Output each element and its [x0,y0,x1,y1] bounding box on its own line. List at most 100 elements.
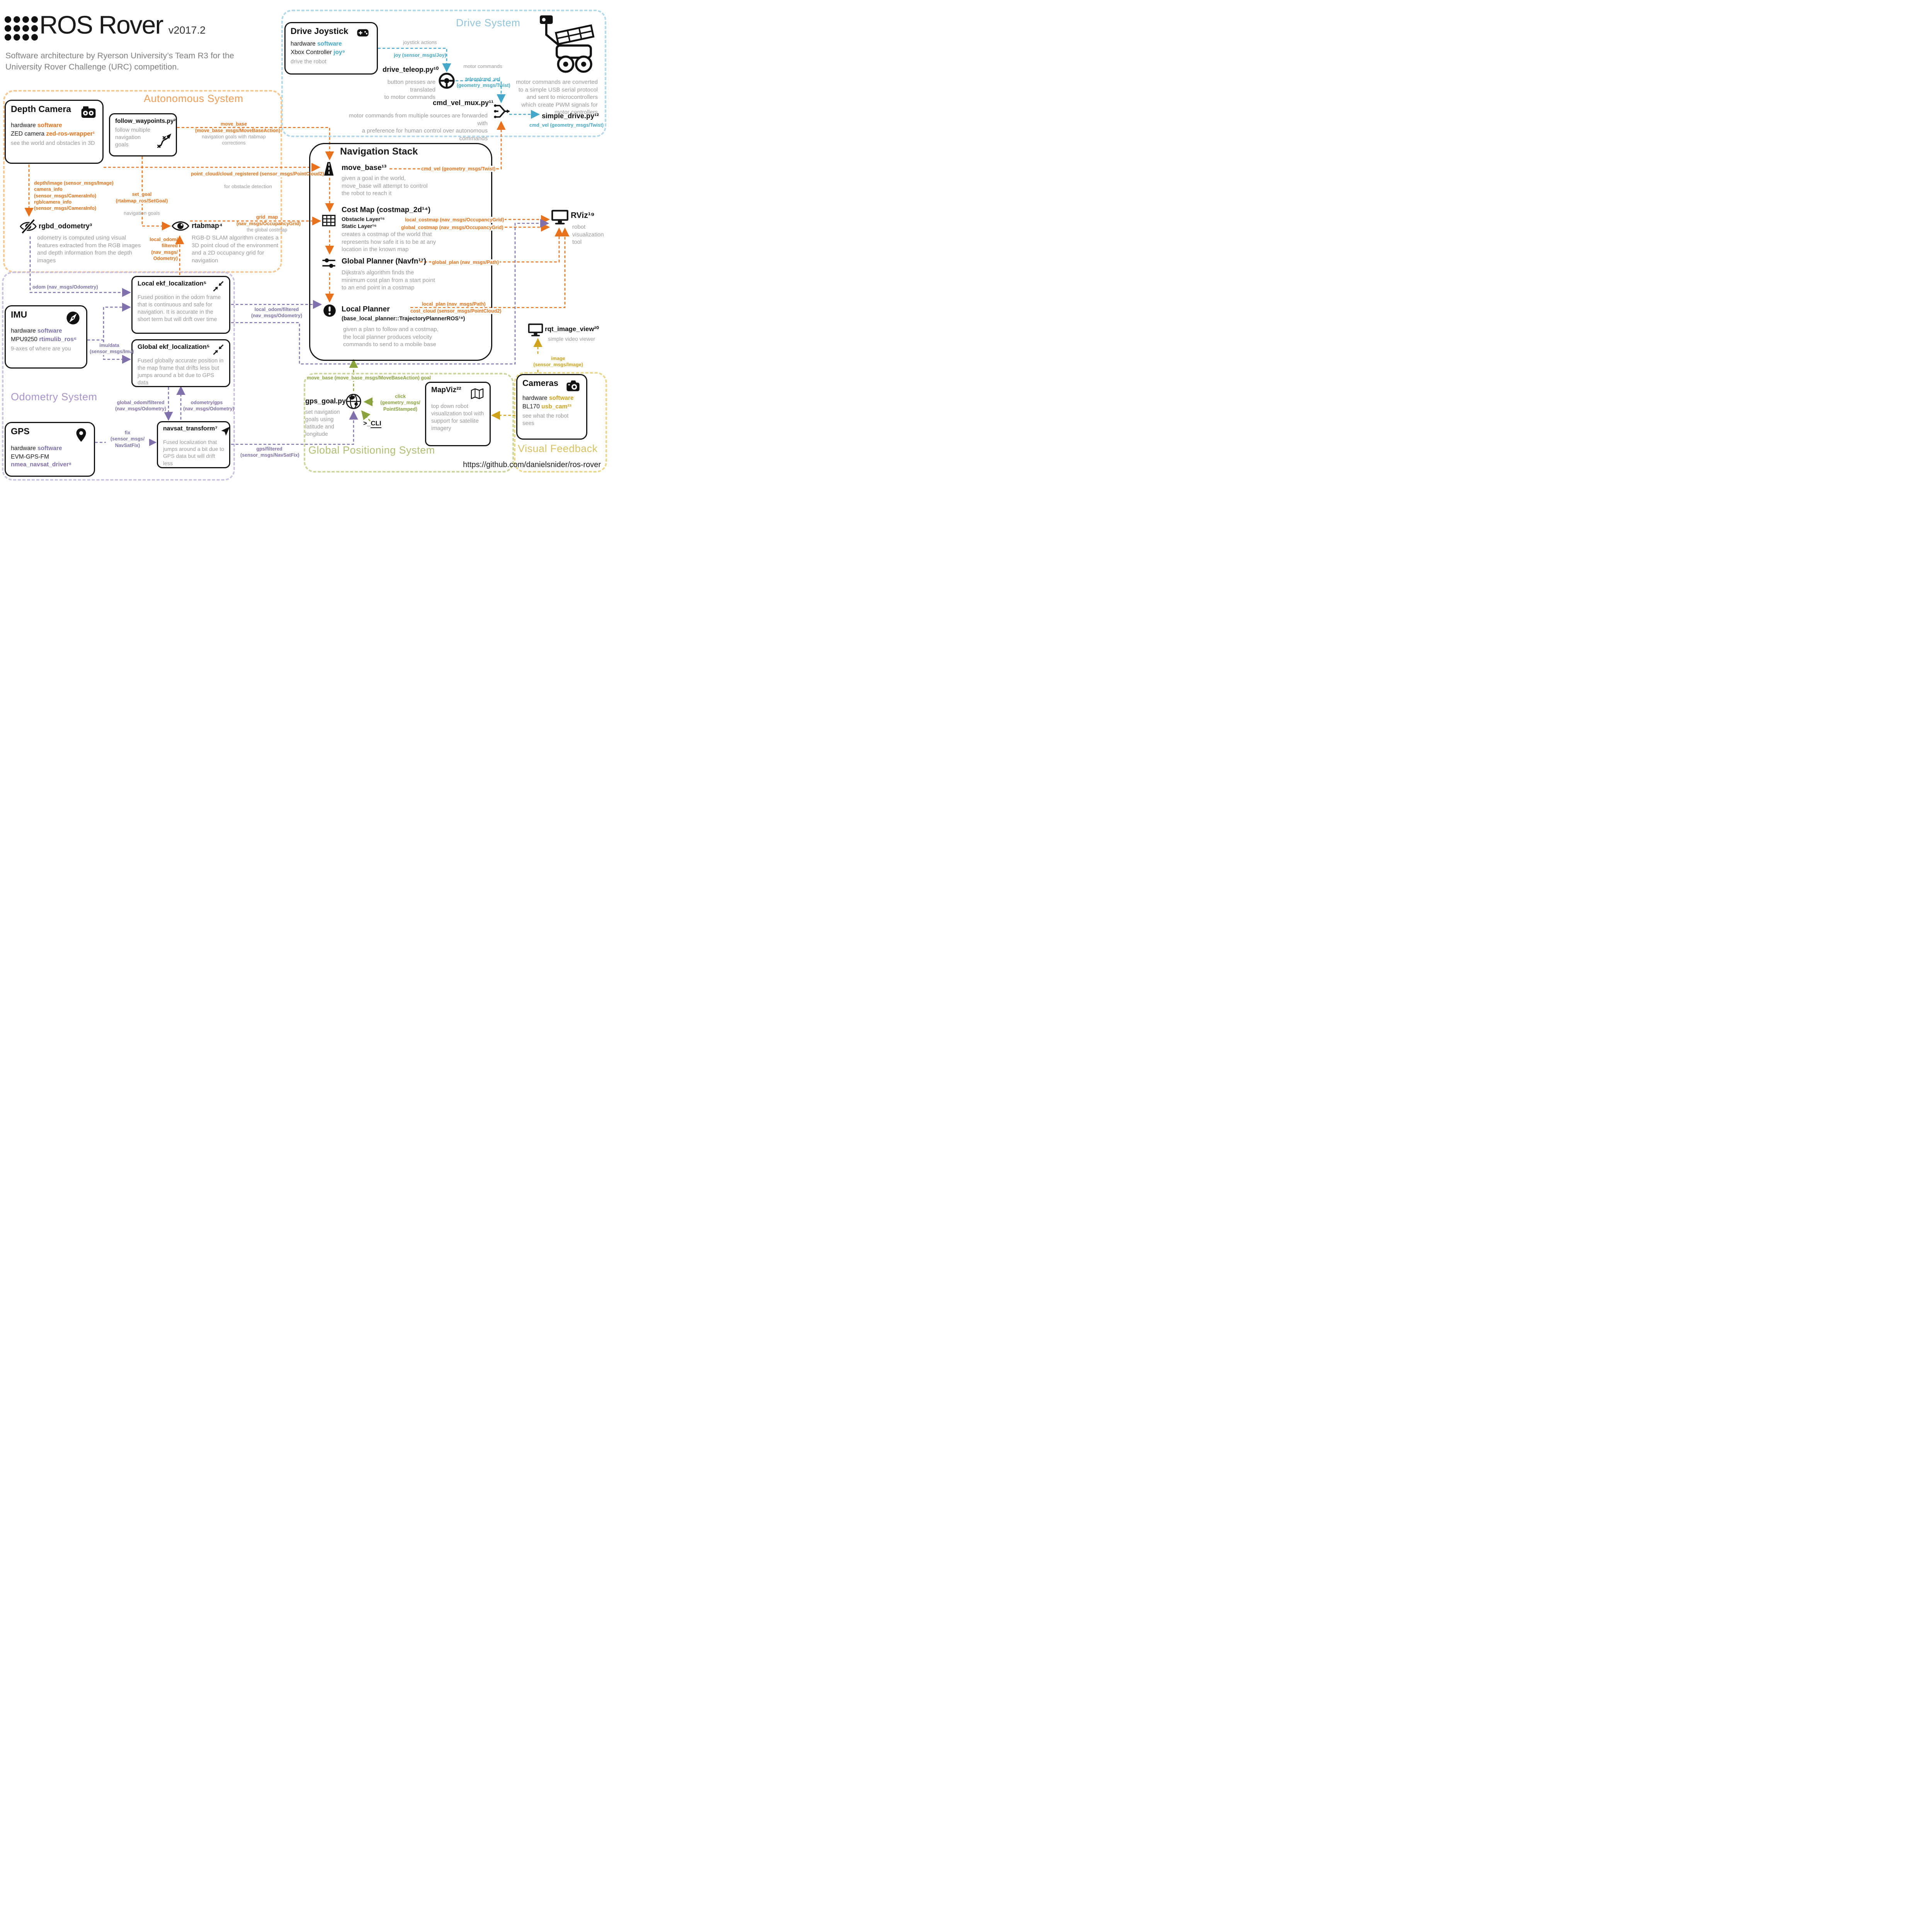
follow-waypoints-node: follow_waypoints.py² follow multiple nav… [109,113,177,156]
navsat-transform-node: navsat_transform⁷ Fused localization tha… [157,421,230,468]
hardware-label: hardware [291,41,316,47]
rviz-monitor-icon [550,207,570,226]
page-title: ROS Rover [39,10,163,39]
autonomous-system-label: Autonomous System [144,93,243,104]
arrow-cli-gpsgoal [361,410,371,422]
global-ekf-title: Global ekf_localization⁵ [138,343,210,350]
software-name: usb_cam²³ [541,403,571,410]
navsat-transform-desc: Fused localization that jumps around a b… [163,439,224,466]
steering-wheel-icon [438,72,456,90]
rqt-image-view-node: rqt_image_view²⁰ [545,325,599,333]
ros-rover-architecture-diagram: Drive System Autonomous System Odometry … [0,0,614,481]
software-name: rtimulib_ros⁶ [39,336,77,343]
gamepad-icon [354,27,372,39]
gps-system-label: Global Positioning System [308,444,435,456]
eye-slash-icon [19,218,37,235]
depth-camera-icon [80,104,97,121]
simple-cmdvel-topic: cmd_vel (geometry_msgs/Twist) [529,122,605,129]
fuse-arrows-icon [213,344,224,355]
drive-system-label: Drive System [456,17,520,29]
static-layer-label: Static Layer¹⁶ [342,223,377,229]
navigation-stack-box [309,143,492,361]
image-topic: image (sensor_msgs/Image) [526,355,591,368]
odometry-gps-topic: odometry/gps (nav_msgs/Odometry) [182,399,234,412]
arrow-setgoal [141,156,171,231]
depth-camera-desc: see the world and obstacles in 3D [11,140,95,146]
drive-joystick-title: Drive Joystick [291,26,349,36]
imu-data-topic: imu/data (sensor_msgs/Imu) [89,342,134,355]
imu-title: IMU [11,309,27,320]
hardware-name: ZED camera [11,131,44,138]
eye-icon [171,217,190,235]
cost-map-node: Cost Map (costmap_2d¹⁴) [342,206,431,214]
cameras-node: Cameras hardware software BL170 usb_cam²… [516,374,587,440]
global-plan-topic: global_plan (nav_msgs/Path) [431,259,500,266]
arrow-localplan-rviz [410,227,570,308]
software-label: software [37,445,62,452]
software-label: software [37,328,62,334]
hardware-label: hardware [11,445,36,452]
navsat-transform-title: navsat_transform⁷ [163,425,218,432]
rqt-monitor-icon [527,321,544,338]
odom-topic: odom (nav_msgs/Odometry) [32,284,99,291]
move-base-node: move_base¹³ [342,164,387,172]
arrow-imu-localekf [87,303,131,341]
grid-map-topic: grid_map (nav_msgs/OccupancyGrid) the gl… [236,214,301,233]
local-planner-subname: (base_local_planner::TrajectoryPlannerRO… [342,316,465,322]
odometry-system-label: Odometry System [11,391,97,403]
drive-teleop-node: drive_teleop.py¹⁰ [383,66,439,73]
global-costmap-topic: global_costmap (nav_msgs/OccupancyGrid) [400,224,504,231]
joy-topic: joystick actions joy (sensor_msgs/Joy) [394,39,446,58]
teleop-cmdvel-topic: motor commands teleop/cmd_vel (geometry_… [457,63,510,88]
rviz-desc: robot visualization tool [572,224,604,245]
cmd-vel-topic: cmd_vel (geometry_msgs/Twist) [420,166,497,172]
arrow-waypoints-movebase [177,127,334,161]
compass-icon [65,310,81,326]
simple-drive-desc: motor commands are converted to a simple… [516,79,598,116]
hardware-label: hardware [11,328,36,334]
gps-node: GPS hardware software EVM-GPS-FM nmea_na… [5,422,95,477]
hardware-name: EVM-GPS-FM [11,454,49,461]
hardware-label: hardware [522,395,548,401]
follow-waypoints-desc: follow multiple navigation goals [115,127,151,148]
hardware-name: BL170 [522,403,540,410]
imu-desc: 9-axes of where are you [11,345,71,352]
rqt-image-view-desc: simple video viewer [548,336,595,342]
global-odom-topic: global_odom/filtered (nav_msgs/Odometry) [114,399,167,412]
global-ekf-node: Global ekf_localization⁵ Fused globally … [131,339,230,387]
cost-cloud-topic: cost_cloud (sensor_msgs/PointCloud2) [410,308,502,314]
version-label: v2017.2 [168,24,206,36]
hardware-name: MPU9250 [11,336,37,343]
gps-goal-node: gps_goal.py²¹ [305,397,351,405]
footer-link[interactable]: https://github.com/danielsnider/ros-rove… [463,461,601,469]
rover-icon [536,14,595,75]
software-label: software [549,395,574,401]
region-visual-feedback [514,372,607,473]
mapviz-desc: top down robot visualization tool with s… [431,403,484,432]
local-ekf-title: Local ekf_localization⁵ [138,280,207,287]
cost-map-desc: creates a costmap of the world that repr… [342,231,436,253]
software-label: software [37,122,62,129]
local-ekf-desc: Fused position in the odom frame that is… [138,294,221,323]
navigation-stack-title: Navigation Stack [340,146,418,157]
camera-icon [565,379,581,393]
rtabmap-node: rtabmap⁴ [192,222,223,229]
region-gps-system [304,373,514,473]
local-plan-topic: local_plan (nav_msgs/Path) [421,301,486,308]
globe-icon [345,393,362,410]
simple-drive-node: simple_drive.py¹² [542,112,599,120]
arrow-joy [378,48,451,73]
mux-merge-icon [493,103,510,120]
drive-joystick-node: Drive Joystick hardware software Xbox Co… [284,22,378,75]
global-planner-desc: Dijkstra's algorithm finds the minimum c… [342,269,435,291]
fix-topic: fix (sensor_msgs/ NavSatFix) [106,430,149,449]
gps-goal-desc: set navigation goals using latitude and … [305,409,340,437]
fuse-arrows-icon [213,280,224,292]
arrow-gpsfiltered-gpsgoal [231,410,358,445]
cli-icon: >_CLI [363,420,381,428]
road-icon [321,161,337,177]
local-planner-desc: given a plan to follow and a costmap, th… [343,326,439,348]
gps-filtered-topic: gps/filtered (sensor_msgs/NavSatFix) [240,446,299,459]
drive-teleop-desc: button presses are translated to motor c… [384,79,435,100]
depth-camera-title: Depth Camera [11,104,71,114]
